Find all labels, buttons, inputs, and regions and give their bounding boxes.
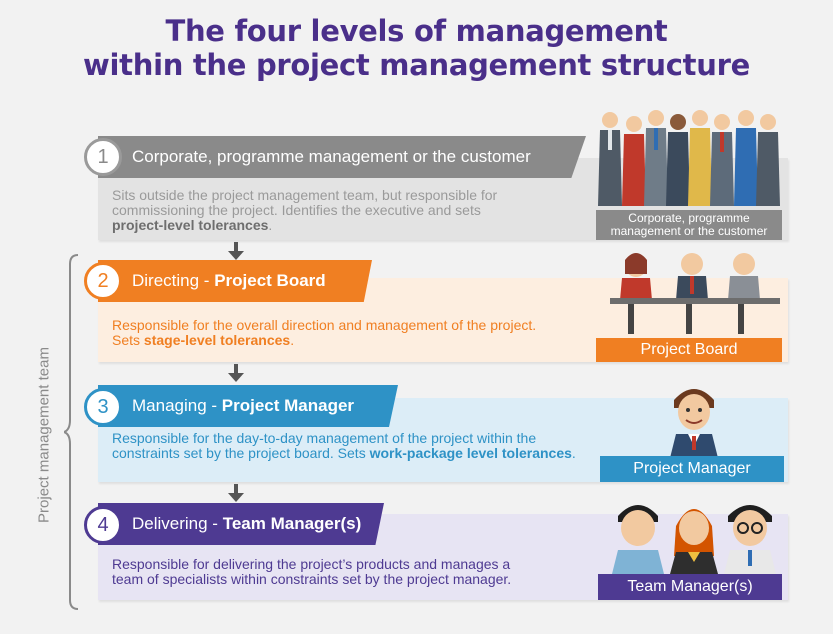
level-2-description: Responsible for the overall direction an… <box>112 317 537 348</box>
level-4-heading: Delivering - <box>132 514 223 533</box>
level-1-tolerance: project-level tolerances <box>112 217 269 233</box>
level-2-banner: Directing - Project Board <box>98 260 372 302</box>
level-2-number: 2 <box>84 262 122 300</box>
level-1-number: 1 <box>84 138 122 176</box>
arrow-1-to-2-icon <box>228 242 244 260</box>
team-managers-illustration <box>612 505 776 574</box>
level-2-caption: Project Board <box>596 338 782 362</box>
level-1-heading: Corporate, programme management or the c… <box>132 147 531 166</box>
level-1-banner: Corporate, programme management or the c… <box>98 136 586 178</box>
page-title: The four levels of management within the… <box>0 14 833 82</box>
title-line-1: The four levels of management <box>165 14 668 48</box>
team-brace-icon <box>64 254 79 610</box>
corporate-group-illustration <box>598 110 780 206</box>
level-3-banner: Managing - Project Manager <box>98 385 398 427</box>
project-manager-illustration <box>670 389 718 458</box>
level-2-heading: Directing - <box>132 271 215 290</box>
level-4-banner: Delivering - Team Manager(s) <box>98 503 384 545</box>
level-3-heading-bold: Project Manager <box>221 396 355 415</box>
level-1-description: Sits outside the project management team… <box>112 187 498 233</box>
level-3-caption: Project Manager <box>600 456 784 482</box>
level-3-description: Responsible for the day-to-day managemen… <box>112 430 576 461</box>
project-management-team-label: Project management team <box>35 347 53 523</box>
arrow-2-to-3-icon <box>228 364 244 382</box>
level-2-heading-bold: Project Board <box>214 271 326 290</box>
level-2-tolerance: stage-level tolerances <box>143 332 291 348</box>
level-4-caption: Team Manager(s) <box>598 574 782 600</box>
level-1-caption: Corporate, programme management or the c… <box>596 210 782 240</box>
level-4-number: 4 <box>84 506 122 544</box>
title-line-2: within the project management structure <box>83 48 750 82</box>
level-3-heading: Managing - <box>132 396 222 415</box>
level-3-number: 3 <box>84 388 122 426</box>
arrow-3-to-4-icon <box>228 484 244 502</box>
level-3-tolerance: work-package level tolerances <box>369 445 572 461</box>
level-4-heading-bold: Team Manager(s) <box>222 514 362 533</box>
level-4-description: Responsible for delivering the project’s… <box>112 556 512 587</box>
project-board-illustration <box>610 253 780 334</box>
